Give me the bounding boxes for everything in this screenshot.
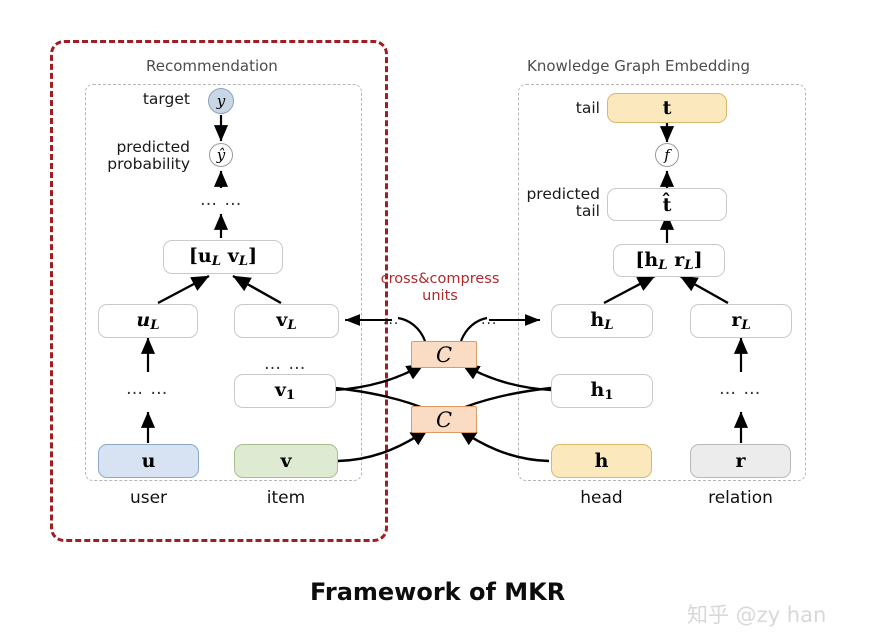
figure-caption: Framework of MKR	[310, 578, 566, 606]
user-embedding-box: u	[98, 444, 199, 478]
target-node: y	[208, 88, 234, 114]
u-L-text: uL	[136, 309, 160, 333]
kge-concat-text: [hL rL]	[635, 248, 703, 273]
v-L-text: vL	[276, 309, 297, 333]
predicted-tail-box: t̂	[607, 188, 727, 221]
r-L-text: rL	[731, 309, 751, 333]
v-1-text: v1	[274, 379, 296, 403]
item-embedding-box: v	[234, 444, 338, 478]
user-item-concat-box: [uL vL]	[163, 240, 283, 274]
tail-box: t	[607, 93, 727, 123]
left-bridge-ellipsis: ...	[383, 312, 400, 328]
cross-compress-unit-upper: C	[411, 341, 477, 368]
tail-label: tail	[575, 99, 600, 117]
predicted-tail-label: predicted tail	[526, 185, 600, 221]
recommendation-module-boundary	[50, 40, 388, 542]
h-L-text: hL	[590, 309, 614, 333]
recommendation-title: Recommendation	[146, 57, 278, 75]
relation-embedding-box: r	[690, 444, 791, 478]
user-column-ellipsis: … …	[126, 379, 169, 399]
user-column-label: user	[129, 488, 168, 508]
concat-text: [uL vL]	[188, 245, 258, 269]
h-1-text: h1	[590, 379, 614, 403]
relation-column-ellipsis: … …	[719, 379, 762, 399]
relation-column-label: relation	[708, 488, 773, 508]
watermark: 知乎 @zy han	[687, 603, 827, 627]
head-embedding-box: h	[551, 444, 652, 478]
right-bridge-ellipsis: ...	[481, 312, 498, 328]
recommendation-panel	[85, 84, 362, 481]
target-label: target	[142, 90, 190, 108]
item-latent-L-box: vL	[234, 304, 339, 338]
predicted-probability-label: predicted probability	[107, 138, 190, 174]
score-function-node: f	[655, 143, 679, 167]
recommendation-ellipsis-upper: … …	[200, 190, 243, 210]
head-relation-concat-box: [hL rL]	[613, 244, 725, 277]
head-latent-L-box: hL	[551, 304, 653, 338]
cross-compress-unit-lower: C	[411, 406, 477, 433]
item-latent-1-box: v1	[234, 374, 336, 408]
predicted-probability-node: ŷ	[209, 143, 233, 167]
item-column-ellipsis: … …	[264, 354, 307, 374]
head-column-label: head	[580, 488, 623, 508]
user-latent-L-box: uL	[98, 304, 198, 338]
kge-title: Knowledge Graph Embedding	[527, 57, 751, 75]
head-latent-1-box: h1	[551, 374, 653, 408]
cross-compress-annotation: cross&compress units	[380, 271, 500, 305]
item-column-label: item	[266, 488, 306, 508]
relation-latent-L-box: rL	[690, 304, 792, 338]
kge-panel	[518, 84, 806, 481]
